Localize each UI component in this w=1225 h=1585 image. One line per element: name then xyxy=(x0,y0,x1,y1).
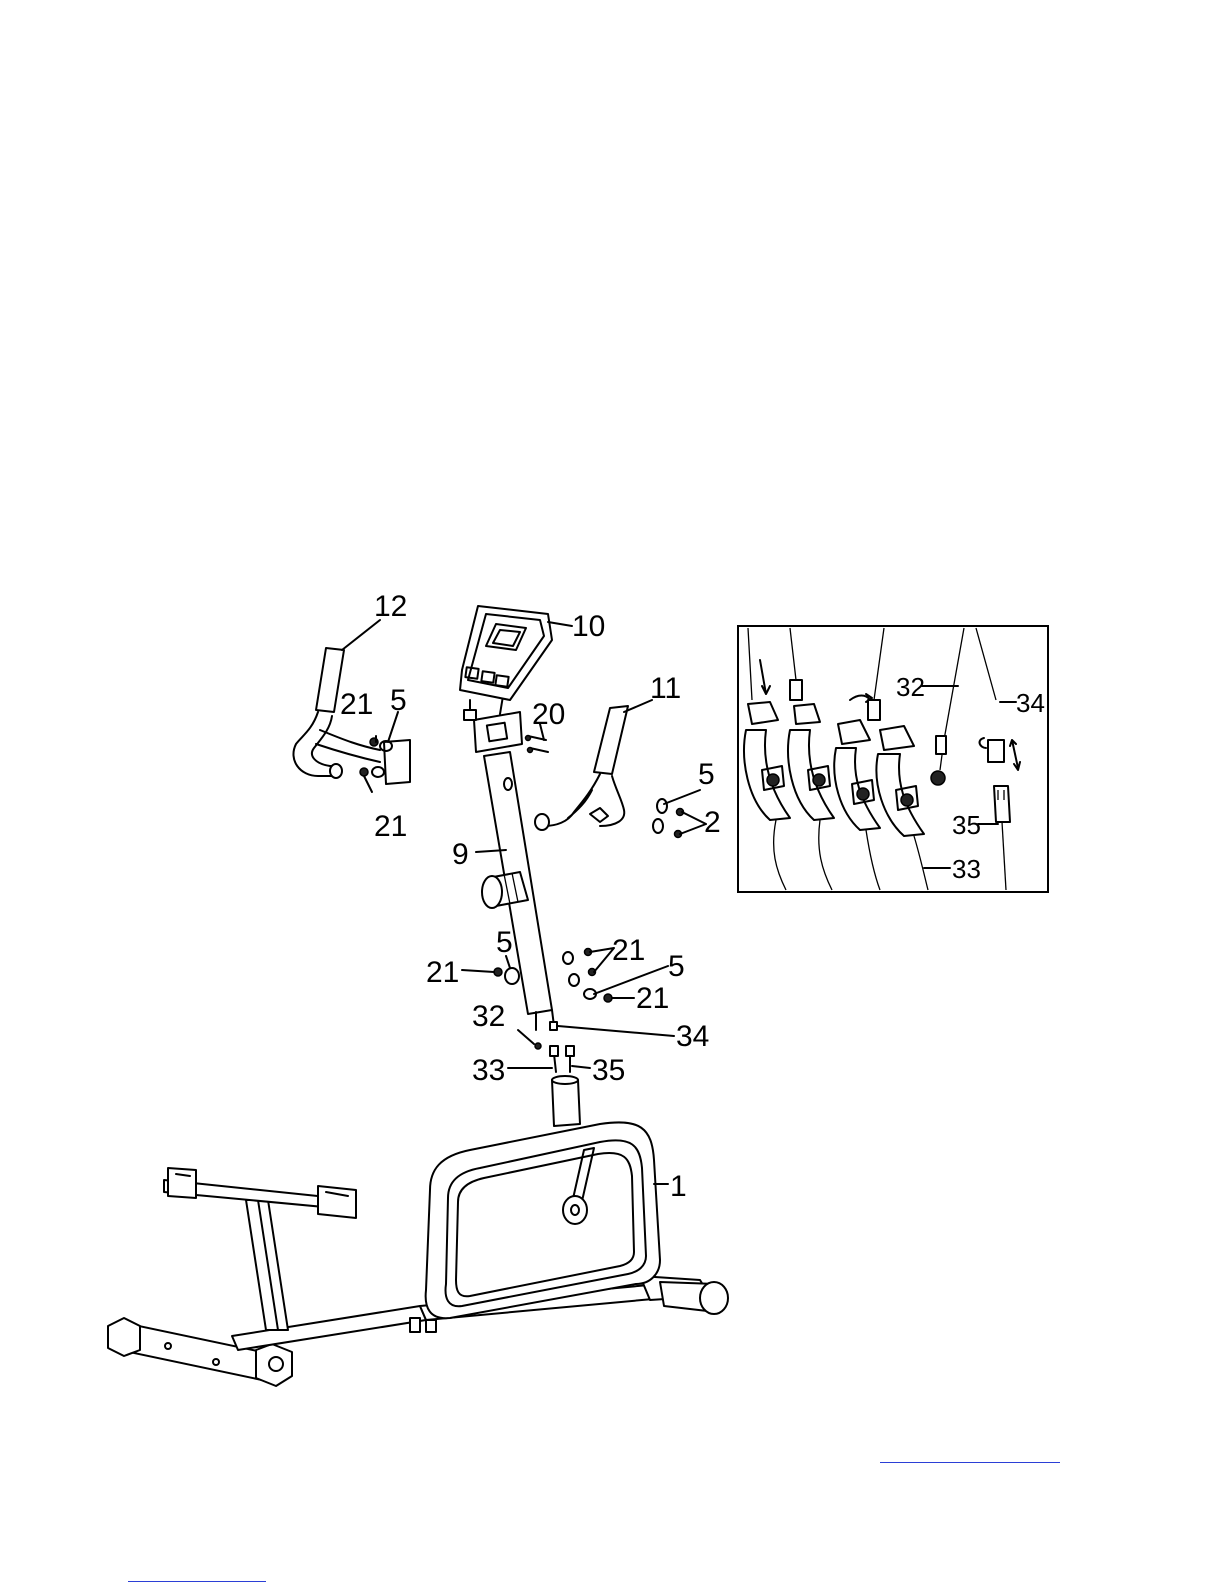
callout-2: 2 xyxy=(704,806,721,839)
callout-11: 11 xyxy=(650,672,681,705)
callout-33: 33 xyxy=(472,1054,505,1087)
callout-21-lower-left: 21 xyxy=(426,956,459,989)
connector-cables-33-35 xyxy=(550,1046,574,1072)
handlebar-post xyxy=(474,680,557,1049)
callout-21-left: 21 xyxy=(374,810,407,843)
footer-link-underline-left[interactable] xyxy=(128,1581,266,1582)
callout-5-lower-right: 5 xyxy=(668,950,685,983)
callout-21-lower-right-top: 21 xyxy=(612,934,645,967)
cable-detail-inset: 32 34 35 33 xyxy=(738,626,1048,892)
callout-5-upper-left: 5 xyxy=(390,684,407,717)
inset-callout-35: 35 xyxy=(952,810,981,840)
callout-5-right: 5 xyxy=(698,758,715,791)
callout-9: 9 xyxy=(452,838,469,871)
inset-callout-34: 34 xyxy=(1016,688,1045,718)
inset-callout-33: 33 xyxy=(952,854,981,884)
callout-21-upper-left: 21 xyxy=(340,688,373,721)
callout-10: 10 xyxy=(572,610,605,643)
callout-21-lower-right: 21 xyxy=(636,982,669,1015)
bracket-screws-20 xyxy=(526,736,549,753)
callout-12: 12 xyxy=(374,590,407,623)
callout-20: 20 xyxy=(532,698,565,731)
callout-34: 34 xyxy=(676,1020,709,1053)
main-frame-housing xyxy=(426,1076,660,1318)
callout-1: 1 xyxy=(670,1170,687,1203)
callout-5-lower-left: 5 xyxy=(496,926,513,959)
inset-callout-32: 32 xyxy=(896,672,925,702)
callout-35: 35 xyxy=(592,1054,625,1087)
callout-32: 32 xyxy=(472,1000,505,1033)
footer-link-underline-right[interactable] xyxy=(880,1462,1060,1463)
